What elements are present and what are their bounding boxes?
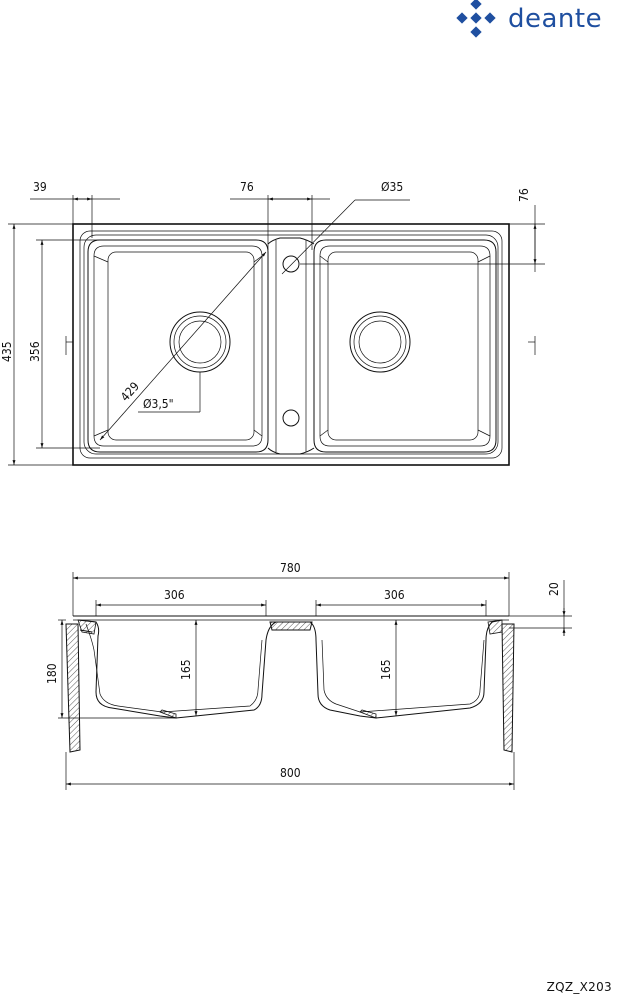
dim-20: 20 [509,580,572,636]
brand-name: deante [508,4,602,34]
svg-text:306: 306 [164,588,185,602]
dim-165-left: 165 [179,620,198,716]
bridge-section [269,621,313,631]
left-bowl-section [77,619,277,719]
drain-right [349,311,411,373]
brand-logo: deante [456,0,602,38]
svg-text:429: 429 [118,379,142,404]
dim-39: 39 [30,180,120,238]
dim-356: 356 [28,239,100,449]
left-bowl [87,239,269,453]
tap-hole [282,255,300,273]
dim-306-left: 306 [95,588,267,616]
svg-text:356: 356 [28,341,42,362]
dim-76-top: 76 [230,180,330,250]
drawing-code: ZQZ_X203 [546,980,612,994]
dim-d35: Ø35 [281,180,410,275]
dim-165-right: 165 [379,620,398,716]
dim-780: 780 [72,561,510,616]
svg-text:306: 306 [384,588,405,602]
right-bowl [313,239,497,453]
svg-text:165: 165 [379,659,393,680]
svg-text:76: 76 [240,180,254,194]
svg-text:800: 800 [280,766,301,780]
dim-180: 180 [45,619,176,719]
svg-text:780: 780 [280,561,301,575]
svg-text:Ø35: Ø35 [381,180,403,194]
svg-text:Ø3,5": Ø3,5" [143,397,174,411]
svg-text:39: 39 [33,180,47,194]
dim-d3-5: Ø3,5" [138,372,201,413]
svg-text:76: 76 [517,188,531,202]
dim-76-right: 76 [300,188,545,355]
section-view: 780 306 306 20 [45,561,572,790]
overflow-hole [282,409,300,427]
sink-rim [79,230,503,459]
dim-306-right: 306 [315,588,487,616]
dim-800: 800 [65,752,515,790]
right-bowl-section [309,619,503,719]
top-view: 39 76 Ø35 76 [0,180,545,466]
sink-outline [72,223,510,466]
deante-logo-icon [456,0,496,38]
dim-435: 435 [0,223,73,466]
svg-text:435: 435 [0,341,14,362]
svg-text:20: 20 [547,582,561,596]
bowl-divider [267,237,315,455]
svg-text:165: 165 [179,659,193,680]
svg-text:180: 180 [45,663,59,684]
